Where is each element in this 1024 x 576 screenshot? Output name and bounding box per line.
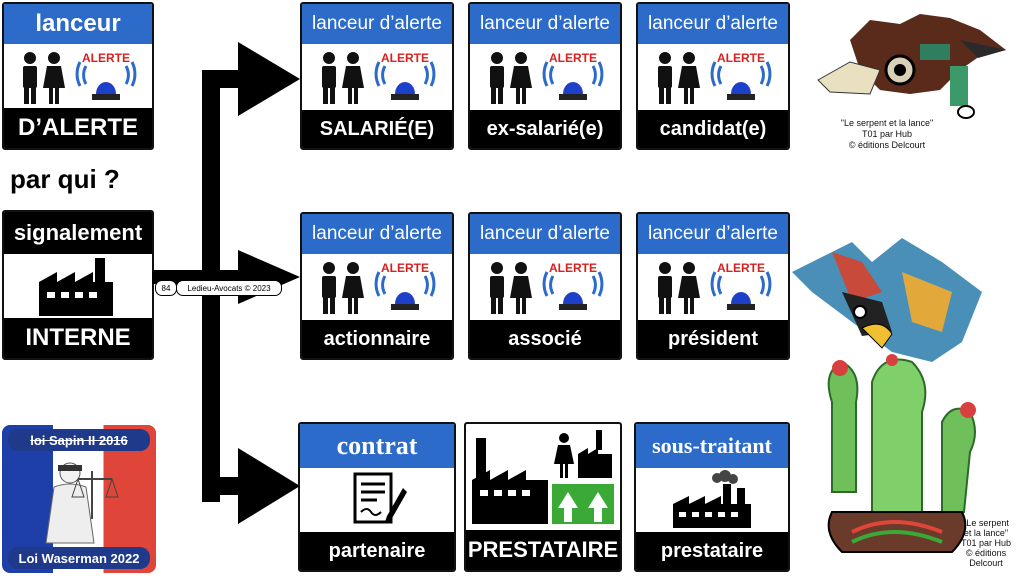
card-header: lanceur d’alerte	[302, 214, 452, 254]
siren-icon	[710, 271, 772, 310]
sous-traitant-header: sous-traitant	[636, 424, 788, 468]
category-card-5: lanceur d’alerte ALERTE président	[636, 212, 790, 360]
interne-label: INTERNE	[4, 318, 152, 358]
card-category-label: président	[638, 320, 788, 358]
alerte-word: ALERTE	[381, 261, 429, 275]
people-alert-icons: ALERTE	[302, 254, 452, 320]
people-alert-icons: ALERTE	[302, 44, 452, 110]
alerte-word: ALERTE	[82, 51, 130, 65]
category-card-4: lanceur d’alerte ALERTE associé	[468, 212, 622, 360]
dalerte-label: D’ALERTE	[4, 108, 152, 148]
people-alert-icons: ALERTE	[4, 44, 152, 110]
man-icon	[322, 262, 336, 314]
aztec-serpent-head-illustration	[817, 14, 1006, 119]
man-icon	[658, 262, 672, 314]
alerte-word: ALERTE	[549, 261, 597, 275]
prestataire-label: PRESTATAIRE	[466, 530, 620, 570]
small-factory-icon	[578, 430, 612, 478]
card-header: lanceur d’alerte	[470, 214, 620, 254]
partenaire-label: partenaire	[300, 532, 454, 570]
category-card-1: lanceur d’alerte ALERTE ex-salarié(e)	[468, 2, 622, 150]
contract-icon	[300, 468, 454, 532]
siren-icon	[374, 271, 436, 310]
people-alert-icons: ALERTE	[638, 254, 788, 320]
siren-icon	[710, 61, 772, 100]
alerte-word: ALERTE	[549, 51, 597, 65]
man-icon	[23, 52, 37, 104]
prestataire-sub-label: prestataire	[636, 532, 788, 570]
card-header: lanceur d’alerte	[302, 4, 452, 44]
siren-icon	[374, 61, 436, 100]
alerte-word: ALERTE	[381, 51, 429, 65]
signalement-header: signalement	[4, 212, 152, 254]
category-card-0: lanceur d’alerte ALERTE SALARIÉ(E)	[300, 2, 454, 150]
card-header: lanceur d’alerte	[638, 4, 788, 44]
people-alert-icons: ALERTE	[470, 254, 620, 320]
man-icon	[490, 262, 504, 314]
justice-icon	[45, 462, 119, 544]
card-header: lanceur d’alerte	[638, 214, 788, 254]
woman-icon	[43, 52, 65, 104]
copyright-label: Ledieu-Avocats © 2023	[176, 280, 282, 296]
woman-icon	[342, 262, 364, 314]
eagle-cactus-illustration	[792, 238, 982, 553]
woman-icon	[554, 433, 574, 478]
people-alert-icons: ALERTE	[638, 44, 788, 110]
lanceur-alerte-card: lanceur ALERTE D’ALERTE	[2, 2, 154, 150]
sous-traitant-card: sous-traitant prestataire	[634, 422, 790, 572]
category-card-2: lanceur d’alerte ALERTE candidat(e)	[636, 2, 790, 150]
woman-icon	[510, 262, 532, 314]
prestataire-card: PRESTATAIRE	[464, 422, 622, 572]
alerte-word: ALERTE	[717, 51, 765, 65]
woman-icon	[678, 262, 700, 314]
siren-icon	[542, 271, 604, 310]
card-category-label: actionnaire	[302, 320, 452, 358]
contrat-card: contrat partenaire	[298, 422, 456, 572]
category-card-3: lanceur d’alerte ALERTE actionnaire	[300, 212, 454, 360]
man-icon	[490, 52, 504, 104]
woman-icon	[678, 52, 700, 104]
law-badge: loi Sapin II 2016 Loi Waserman 2022	[2, 425, 156, 573]
page-number: 84	[155, 280, 177, 296]
law-new-label: Loi Waserman 2022	[8, 547, 150, 569]
factory-smoke-icon	[636, 468, 788, 532]
contrat-header: contrat	[300, 424, 454, 468]
factories-growth-icon	[466, 424, 620, 530]
signalement-card: signalement INTERNE	[2, 210, 154, 360]
man-icon	[322, 52, 336, 104]
siren-icon	[75, 61, 137, 100]
man-icon	[658, 52, 672, 104]
card-category-label: candidat(e)	[638, 110, 788, 148]
card-category-label: ex-salarié(e)	[470, 110, 620, 148]
card-category-label: SALARIÉ(E)	[302, 110, 452, 148]
lanceur-header: lanceur	[4, 4, 152, 44]
credit-caption-1: "Le serpent et la lance"T01 par Hub© édi…	[840, 118, 934, 150]
card-header: lanceur d’alerte	[470, 4, 620, 44]
woman-icon	[342, 52, 364, 104]
alerte-word: ALERTE	[717, 261, 765, 275]
siren-icon	[542, 61, 604, 100]
card-category-label: associé	[470, 320, 620, 358]
factory-icon	[4, 254, 152, 318]
law-old-label: loi Sapin II 2016	[8, 429, 150, 451]
people-alert-icons: ALERTE	[470, 44, 620, 110]
par-qui-label: par qui ?	[10, 164, 120, 194]
woman-icon	[510, 52, 532, 104]
